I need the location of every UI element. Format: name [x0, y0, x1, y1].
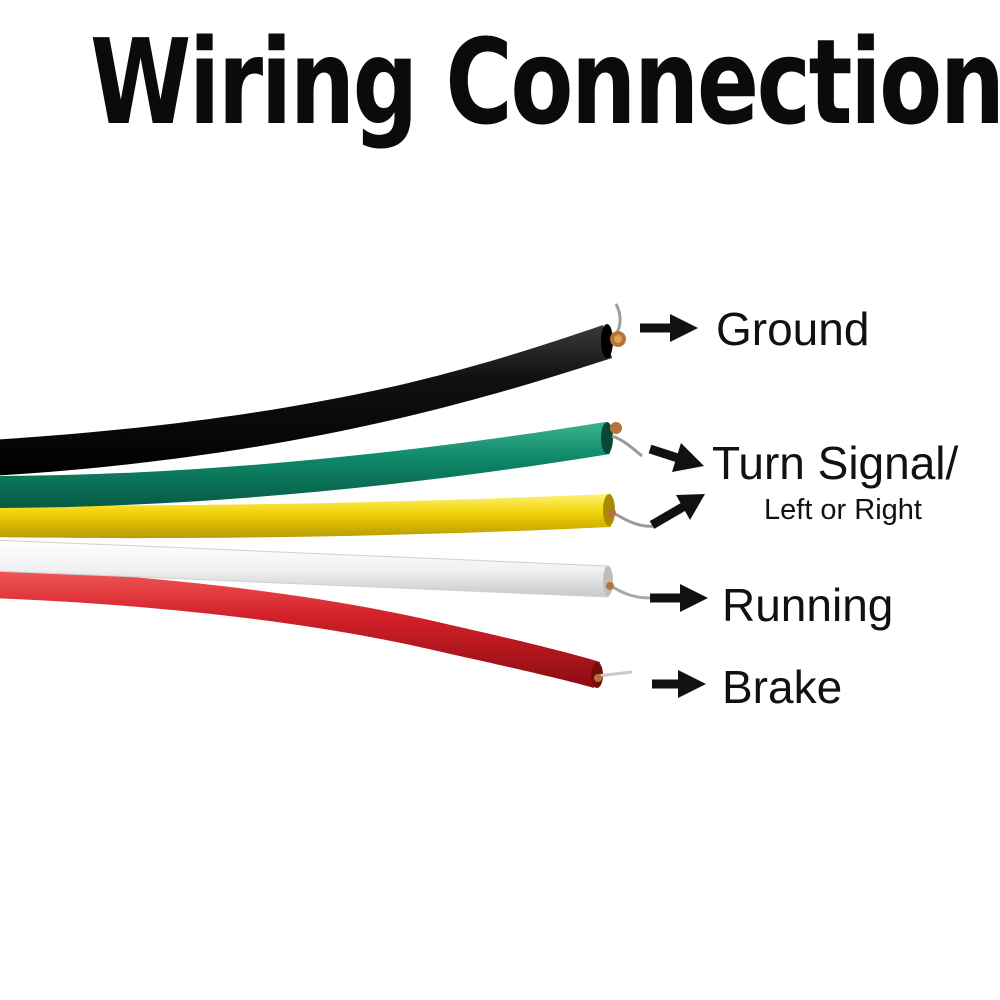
- brake-arrow-icon: [652, 670, 706, 698]
- turn-signal-yellow-wire: [0, 494, 656, 539]
- ground-label: Ground: [716, 303, 870, 355]
- brake-label: Brake: [722, 661, 843, 713]
- brake-wire: [0, 568, 633, 688]
- turn-signal-lower-arrow-icon: [649, 494, 705, 529]
- brake-strand: [596, 670, 633, 678]
- running-label: Running: [722, 579, 894, 631]
- green-strand: [611, 434, 643, 458]
- turn-signal-sublabel: Left or Right: [764, 494, 922, 526]
- running-wire: [0, 539, 651, 600]
- ground-arrow-icon: [640, 314, 698, 342]
- ground-wire: [0, 303, 626, 476]
- turn-signal-upper-arrow-icon: [648, 443, 704, 472]
- turn-signal-label: Turn Signal/: [712, 437, 959, 489]
- running-arrow-icon: [650, 584, 708, 612]
- running-strand: [607, 582, 651, 600]
- page-title: Wiring Connection: [90, 14, 1000, 152]
- turn-signal-green-wire: [0, 422, 643, 508]
- yellow-strand: [611, 510, 656, 528]
